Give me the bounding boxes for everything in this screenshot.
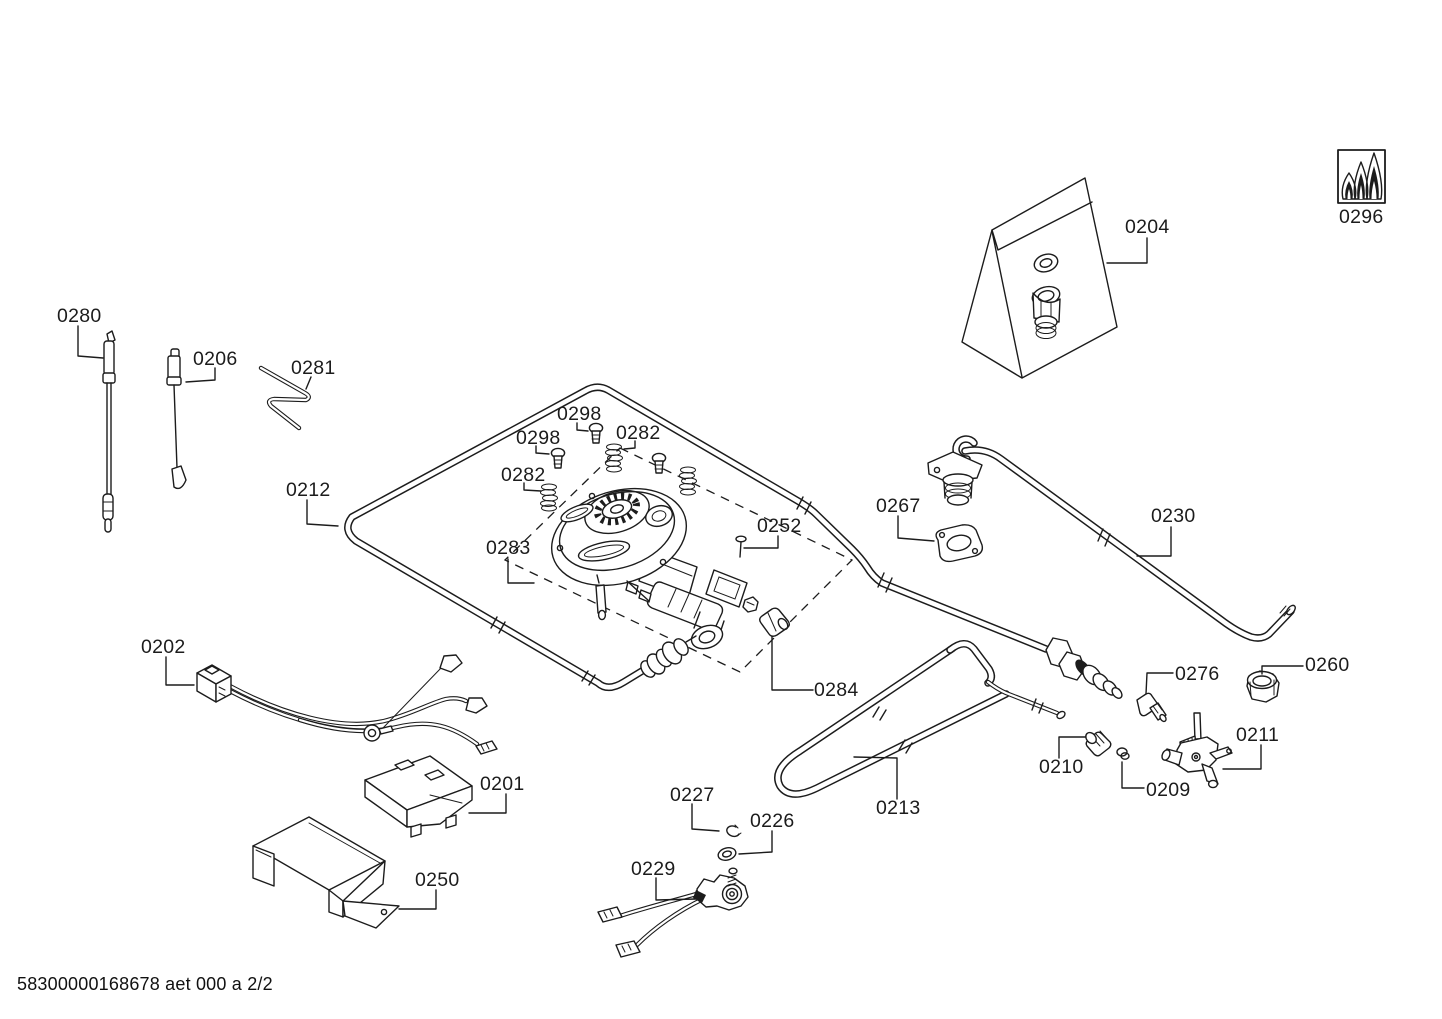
screw-0252 <box>735 535 747 558</box>
burner-assembly-0283 <box>550 487 748 678</box>
callout-0226: 0226 <box>750 810 795 832</box>
callout-0209: 0209 <box>1146 779 1191 801</box>
callout-0260: 0260 <box>1305 654 1350 676</box>
manifold-pipe-0212 <box>348 387 1046 687</box>
callout-0211: 0211 <box>1236 724 1280 746</box>
callout-0296: 0296 <box>1339 206 1384 228</box>
callout-0267: 0267 <box>876 495 921 517</box>
callout-0202: 0202 <box>141 636 186 658</box>
screw-0298 <box>588 422 604 444</box>
callout-0276: 0276 <box>1175 663 1220 685</box>
spade-terminal <box>465 697 488 714</box>
screw-0298 <box>651 452 667 474</box>
injector-0276 <box>1136 692 1167 723</box>
spring-0282 <box>540 483 558 512</box>
gas-tap-0211 <box>1161 712 1233 789</box>
callout-0204: 0204 <box>1125 216 1170 238</box>
screw-0298 <box>550 447 566 469</box>
screws-0298-springs-0282 <box>540 422 697 512</box>
thermocouple-0280 <box>102 330 116 533</box>
callout-0284: 0284 <box>814 679 859 701</box>
washer-0226 <box>717 847 737 861</box>
inlet-union-coupling <box>1045 637 1123 699</box>
callout-0298: 0298 <box>516 427 561 449</box>
plug-terminal <box>615 940 641 958</box>
flame-rating-icon <box>1337 149 1386 204</box>
callout-0252: 0252 <box>757 515 802 537</box>
pipe-bracket <box>927 451 983 482</box>
microswitch-0229 <box>597 867 749 958</box>
electrode-0206 <box>166 348 187 490</box>
dashed-boundary-0283 <box>503 447 854 673</box>
callout-0283: 0283 <box>486 537 531 559</box>
ignition-module-0201 <box>364 755 473 838</box>
wiring-harness-0202 <box>196 654 498 755</box>
leader-lines <box>77 237 1304 910</box>
nozzle-holder-0284 <box>742 596 790 637</box>
callout-0201: 0201 <box>480 773 525 795</box>
document-code: 58300000168678 aet 000 a 2/2 <box>17 974 273 994</box>
cap-0209 <box>1116 747 1130 760</box>
callout-0227: 0227 <box>670 784 715 806</box>
callout-0212: 0212 <box>286 479 331 501</box>
plug-terminal <box>475 740 498 755</box>
spring-0282 <box>679 466 697 496</box>
callout-0229: 0229 <box>631 858 676 880</box>
gasket-0267 <box>935 524 984 563</box>
gas-inlet-pipe-0230 <box>927 439 1296 638</box>
plug-terminal <box>597 906 623 923</box>
spring-0282 <box>605 443 623 473</box>
callout-0250: 0250 <box>415 869 460 891</box>
callout-0210: 0210 <box>1039 756 1084 778</box>
callout-0280: 0280 <box>57 305 102 327</box>
cover-bracket-0250 <box>252 816 400 929</box>
nut-0260 <box>1246 670 1280 703</box>
circlip-0227 <box>726 824 742 838</box>
callout-0213: 0213 <box>876 797 921 819</box>
fitting-kit-bag-0204 <box>961 177 1118 379</box>
callout-0230: 0230 <box>1151 505 1196 527</box>
callout-0298: 0298 <box>557 403 602 425</box>
plug-0210 <box>1085 730 1112 757</box>
spade-terminal <box>439 654 463 673</box>
burner-pipe-0213 <box>778 644 1066 794</box>
callout-0281: 0281 <box>291 357 336 379</box>
callout-0282: 0282 <box>616 422 661 444</box>
callout-0206: 0206 <box>193 348 238 370</box>
callout-0282: 0282 <box>501 464 546 486</box>
